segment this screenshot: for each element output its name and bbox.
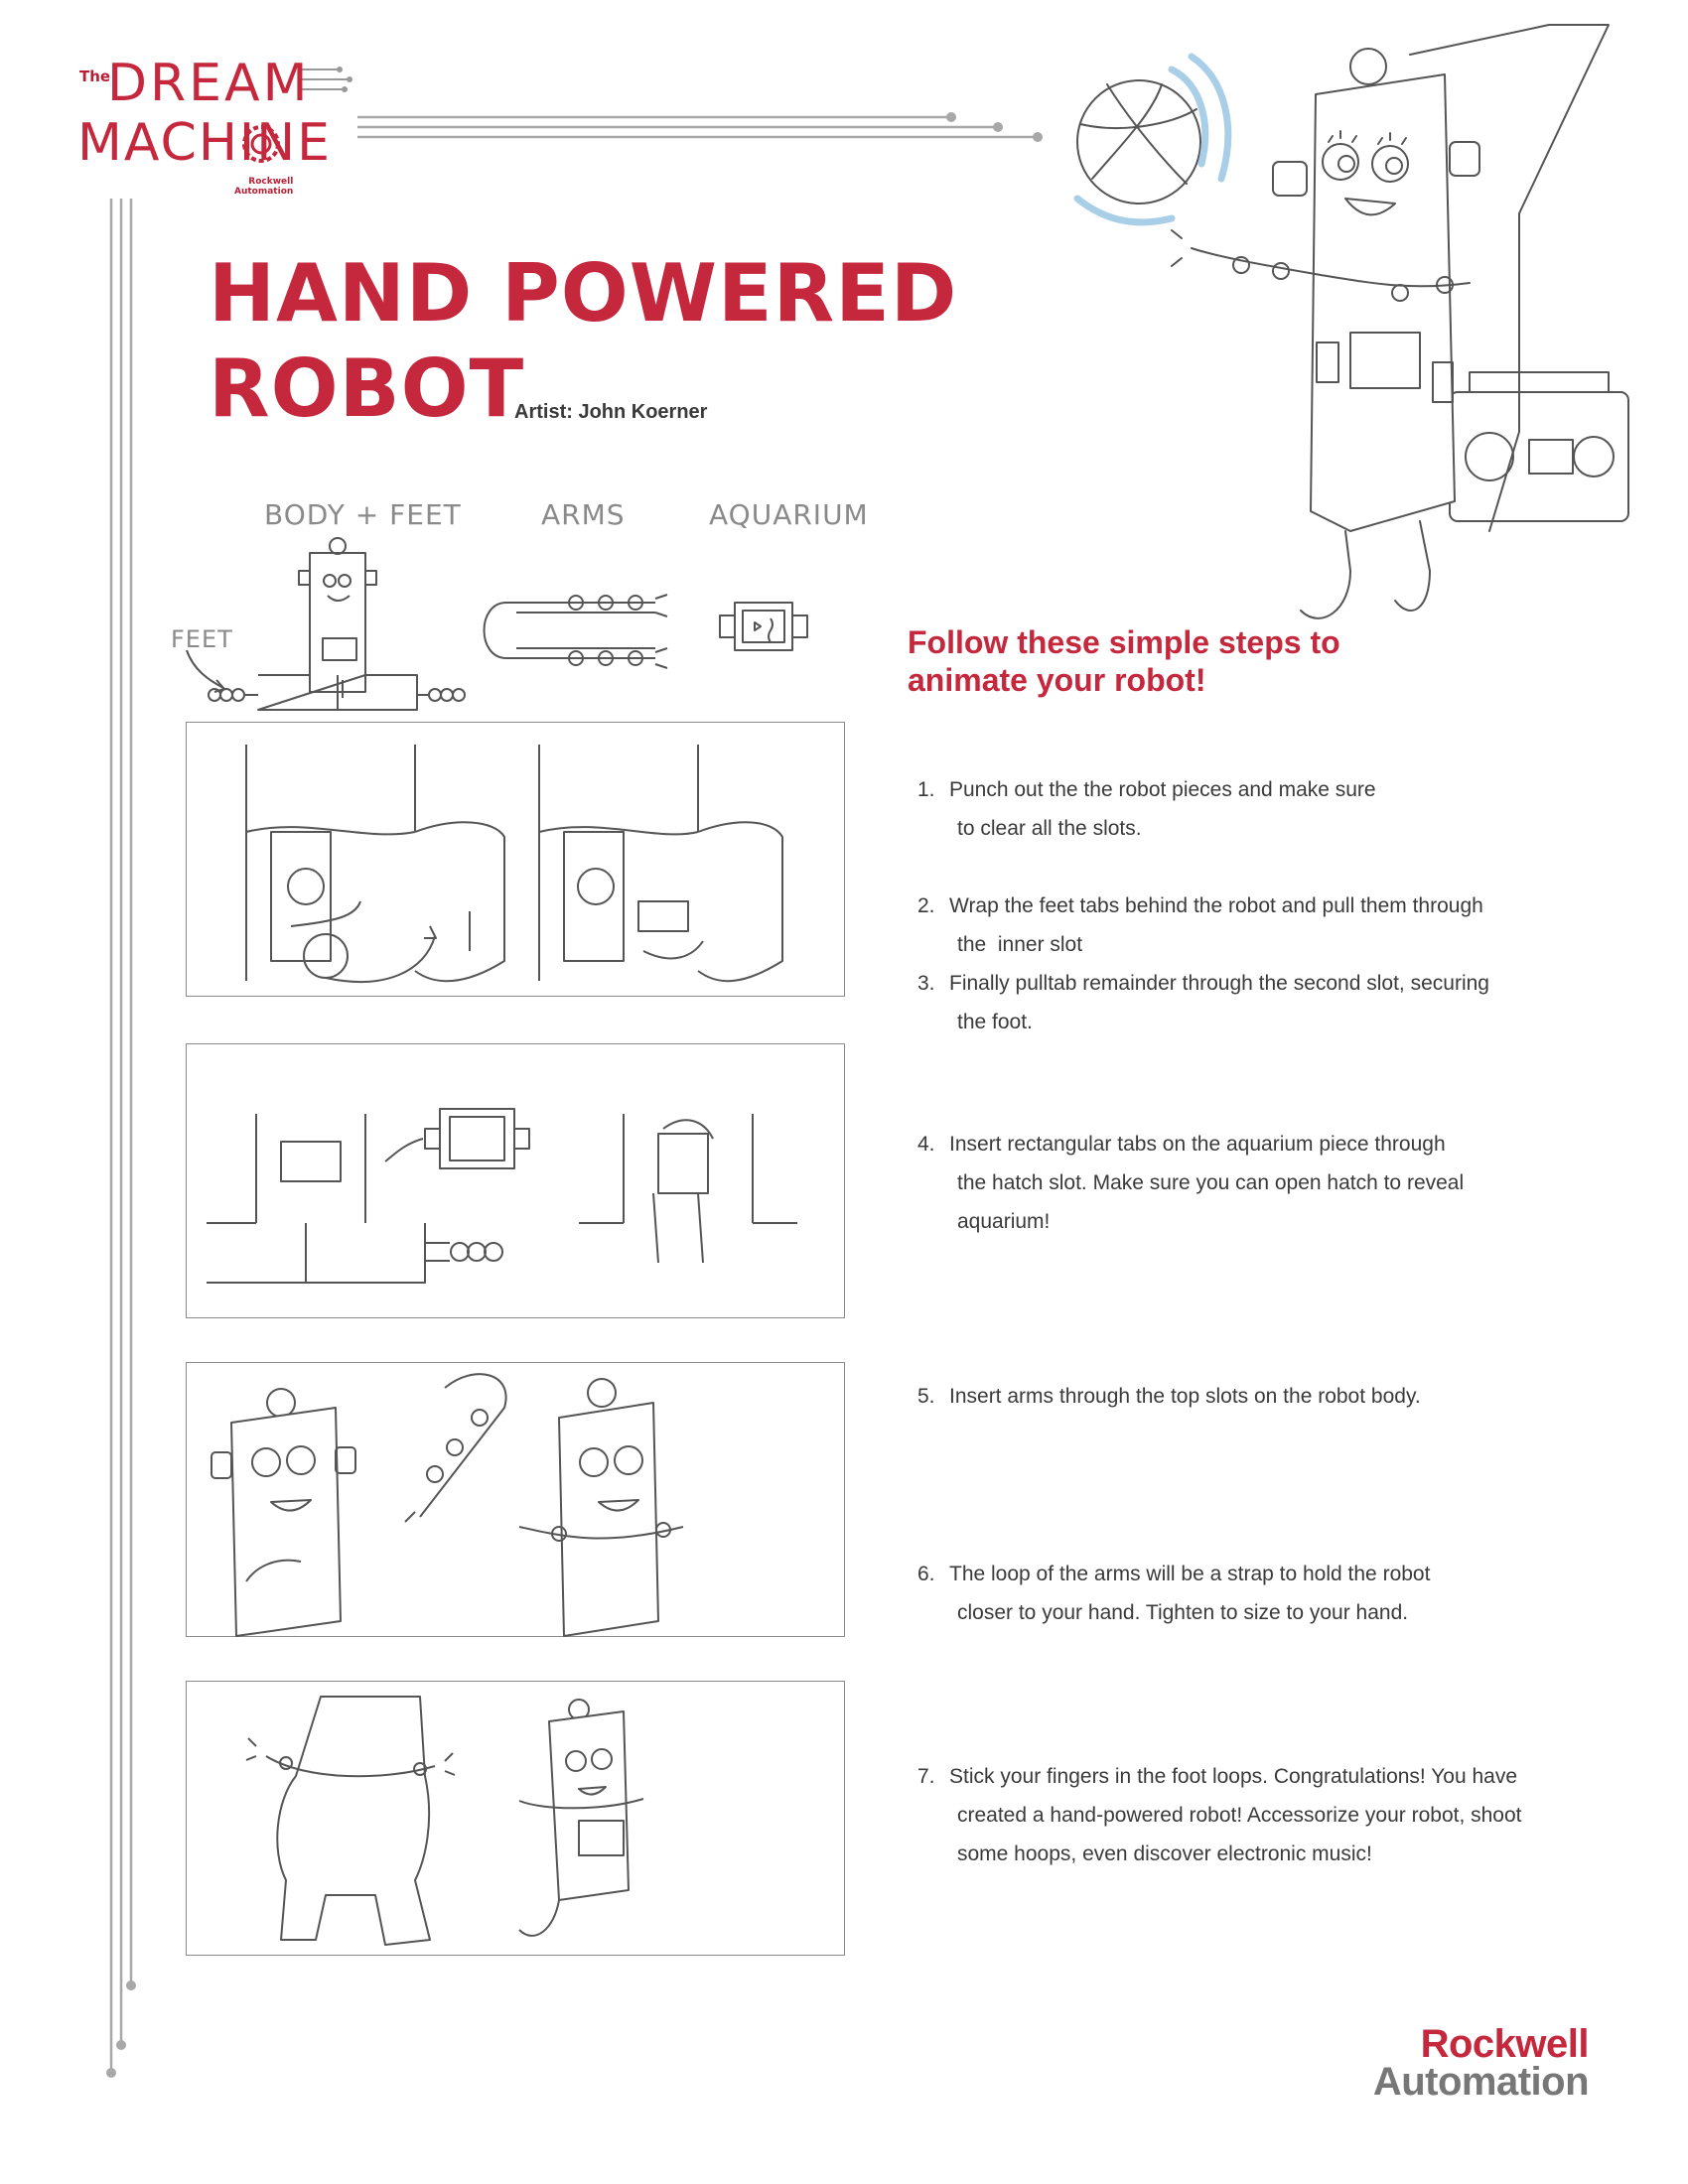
footer-rockwell: Rockwell: [1420, 2022, 1590, 2066]
step-number: 7.: [917, 1765, 935, 1788]
instruction-panel-1: [186, 722, 845, 997]
boombox-icon: [1449, 371, 1629, 522]
page-title: HAND POWERED ROBOT: [209, 246, 957, 437]
step-3: 3. Finally pulltab remainder through the …: [917, 964, 1553, 1041]
step-text: the inner slot: [957, 933, 1083, 956]
step-5: 5. Insert arms through the top slots on t…: [917, 1377, 1553, 1416]
step-2: 2. Wrap the feet tabs behind the robot an…: [917, 887, 1553, 964]
label-body-feet: BODY + FEET: [264, 498, 462, 531]
step-number: 2.: [917, 894, 935, 917]
logo-dream: DREAM: [107, 54, 311, 113]
step-7: 7. Stick your fingers in the foot loops. …: [917, 1757, 1553, 1873]
step-text: The loop of the arms will be a strap to …: [949, 1563, 1431, 1585]
logo-the: The: [79, 68, 111, 85]
footer-automation: Automation: [1372, 2060, 1590, 2104]
step-number: 6.: [917, 1563, 935, 1585]
arms-piece: [483, 594, 668, 669]
step-text: aquarium!: [957, 1210, 1051, 1233]
dream-machine-logo: [70, 50, 357, 199]
title-line2: ROBOT: [209, 342, 525, 435]
label-aquarium: AQUARIUM: [709, 498, 869, 531]
step-text: Insert rectangular tabs on the aquarium …: [949, 1133, 1446, 1156]
step-6: 6. The loop of the arms will be a strap t…: [917, 1555, 1553, 1632]
step-text: Stick your fingers in the foot loops. Co…: [949, 1765, 1518, 1788]
step-text: closer to your hand. Tighten to size to …: [957, 1601, 1409, 1624]
rockwell-automation-logo: Rockwell Automation: [1372, 2022, 1590, 2104]
step-text: Punch out the the robot pieces and make …: [949, 778, 1376, 801]
logo-brand: Rockwell Automation: [234, 177, 293, 197]
step-text: Wrap the feet tabs behind the robot and …: [949, 894, 1483, 917]
step-text: the foot.: [957, 1011, 1033, 1033]
hero-robot-illustration: [1073, 24, 1629, 619]
basketball-icon: [1076, 79, 1201, 205]
logo-brand-line2: Automation: [234, 187, 294, 197]
logo-brand-line1: Rockwell: [248, 177, 294, 187]
step-text: the hatch slot. Make sure you can open h…: [957, 1171, 1465, 1194]
step-text: some hoops, even discover electronic mus…: [957, 1843, 1372, 1865]
aquarium-piece: [719, 602, 808, 651]
step-number: 5.: [917, 1385, 935, 1408]
step-1: 1. Punch out the the robot pieces and mak…: [917, 770, 1553, 848]
label-arms: ARMS: [541, 498, 626, 531]
aquarium-hatch-diagram: [207, 1108, 797, 1284]
instruction-panel-4: [186, 1681, 845, 1956]
logo-machine: MACHINE: [77, 113, 333, 173]
step-number: 1.: [917, 778, 935, 801]
step-text: Insert arms through the top slots on the…: [949, 1385, 1421, 1408]
feet-assembly-diagram: [245, 745, 783, 983]
hand-fitting-diagram: [245, 1696, 644, 1946]
parts-overview: [186, 537, 808, 711]
instruction-panel-3: [186, 1362, 845, 1637]
step-4: 4. Insert rectangular tabs on the aquariu…: [917, 1125, 1553, 1241]
title-line1: HAND POWERED: [209, 247, 958, 340]
instructions-headline: Follow these simple steps to animate you…: [908, 623, 1424, 699]
headline-line1: Follow these simple steps to: [908, 624, 1340, 660]
step-text: Finally pulltab remainder through the se…: [949, 972, 1489, 995]
step-text: created a hand-powered robot! Accessoriz…: [957, 1804, 1522, 1827]
artist-credit: Artist: John Koerner: [514, 401, 708, 423]
arms-insertion-diagram: [211, 1373, 684, 1637]
headline-line2: animate your robot!: [908, 662, 1206, 698]
body-feet-piece: [208, 537, 466, 711]
circuit-lines-icon: [300, 67, 352, 92]
label-feet: FEET: [171, 625, 233, 653]
instruction-panel-2: [186, 1043, 845, 1318]
step-number: 4.: [917, 1133, 935, 1156]
step-text: to clear all the slots.: [957, 817, 1142, 840]
step-number: 3.: [917, 972, 935, 995]
gear-icon: [242, 125, 280, 163]
